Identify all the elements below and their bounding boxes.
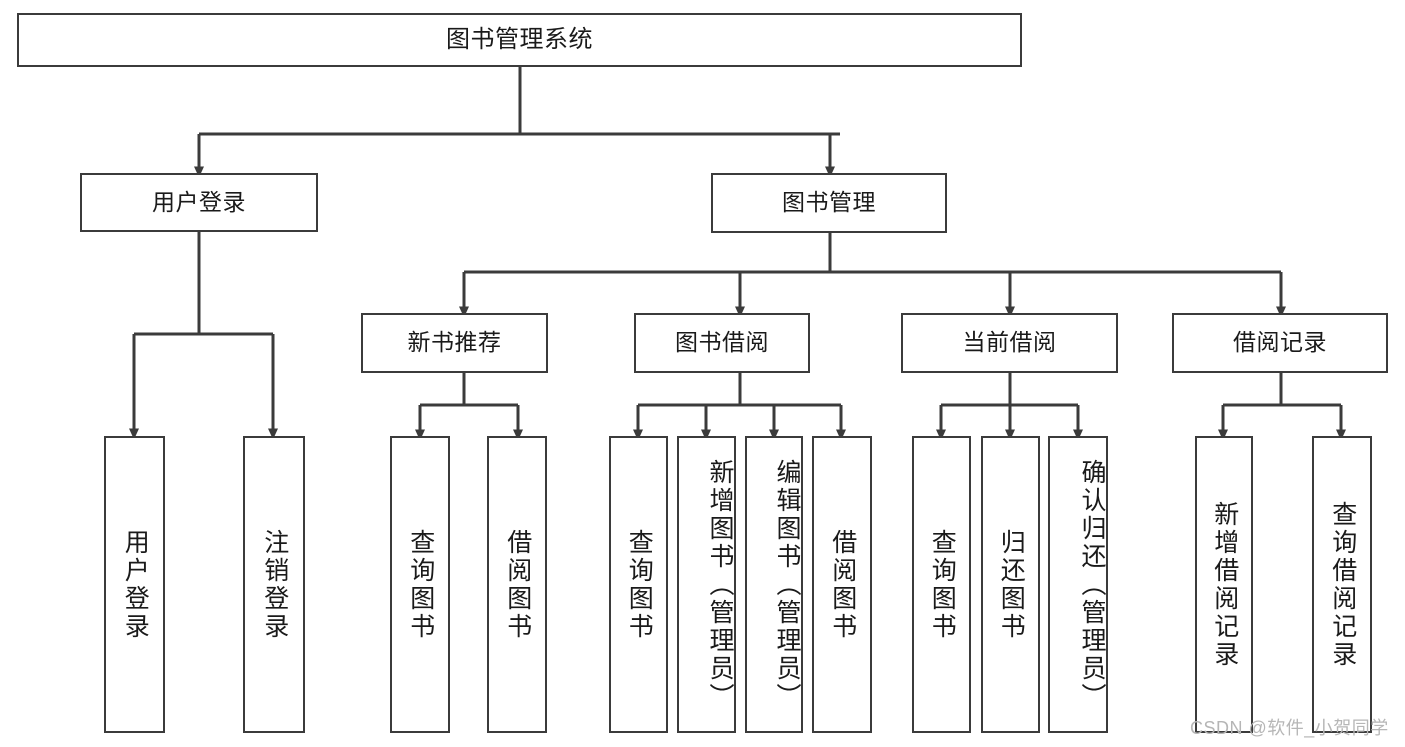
leaf-current-borrow-confirm-return-admin[interactable]: 确认归还（管理员）	[1048, 436, 1108, 733]
node-root-system[interactable]: 图书管理系统	[17, 13, 1022, 67]
leaf-user-login-logout[interactable]: 注销登录	[243, 436, 305, 733]
leaf-borrow-record-add-record[interactable]: 新增借阅记录	[1195, 436, 1253, 733]
leaf-current-borrow-return-books[interactable]: 归还图书	[981, 436, 1040, 733]
leaf-book-borrow-query-books[interactable]: 查询图书	[609, 436, 668, 733]
leaf-new-book-borrow-books[interactable]: 借阅图书	[487, 436, 547, 733]
node-borrow-record[interactable]: 借阅记录	[1172, 313, 1388, 373]
leaf-new-book-query-books[interactable]: 查询图书	[390, 436, 450, 733]
node-book-management[interactable]: 图书管理	[711, 173, 947, 233]
node-current-borrow[interactable]: 当前借阅	[901, 313, 1118, 373]
csdn-watermark: CSDN @软件_小贺同学	[1190, 718, 1389, 738]
leaf-book-borrow-add-book-admin[interactable]: 新增图书（管理员）	[677, 436, 736, 733]
leaf-book-borrow-borrow-books[interactable]: 借阅图书	[812, 436, 872, 733]
leaf-user-login-login[interactable]: 用户登录	[104, 436, 165, 733]
node-book-borrow[interactable]: 图书借阅	[634, 313, 810, 373]
node-user-login[interactable]: 用户登录	[80, 173, 318, 232]
leaf-book-borrow-edit-book-admin[interactable]: 编辑图书（管理员）	[745, 436, 803, 733]
node-new-book-recommend[interactable]: 新书推荐	[361, 313, 548, 373]
leaf-borrow-record-query-record[interactable]: 查询借阅记录	[1312, 436, 1372, 733]
leaf-current-borrow-query-books[interactable]: 查询图书	[912, 436, 971, 733]
